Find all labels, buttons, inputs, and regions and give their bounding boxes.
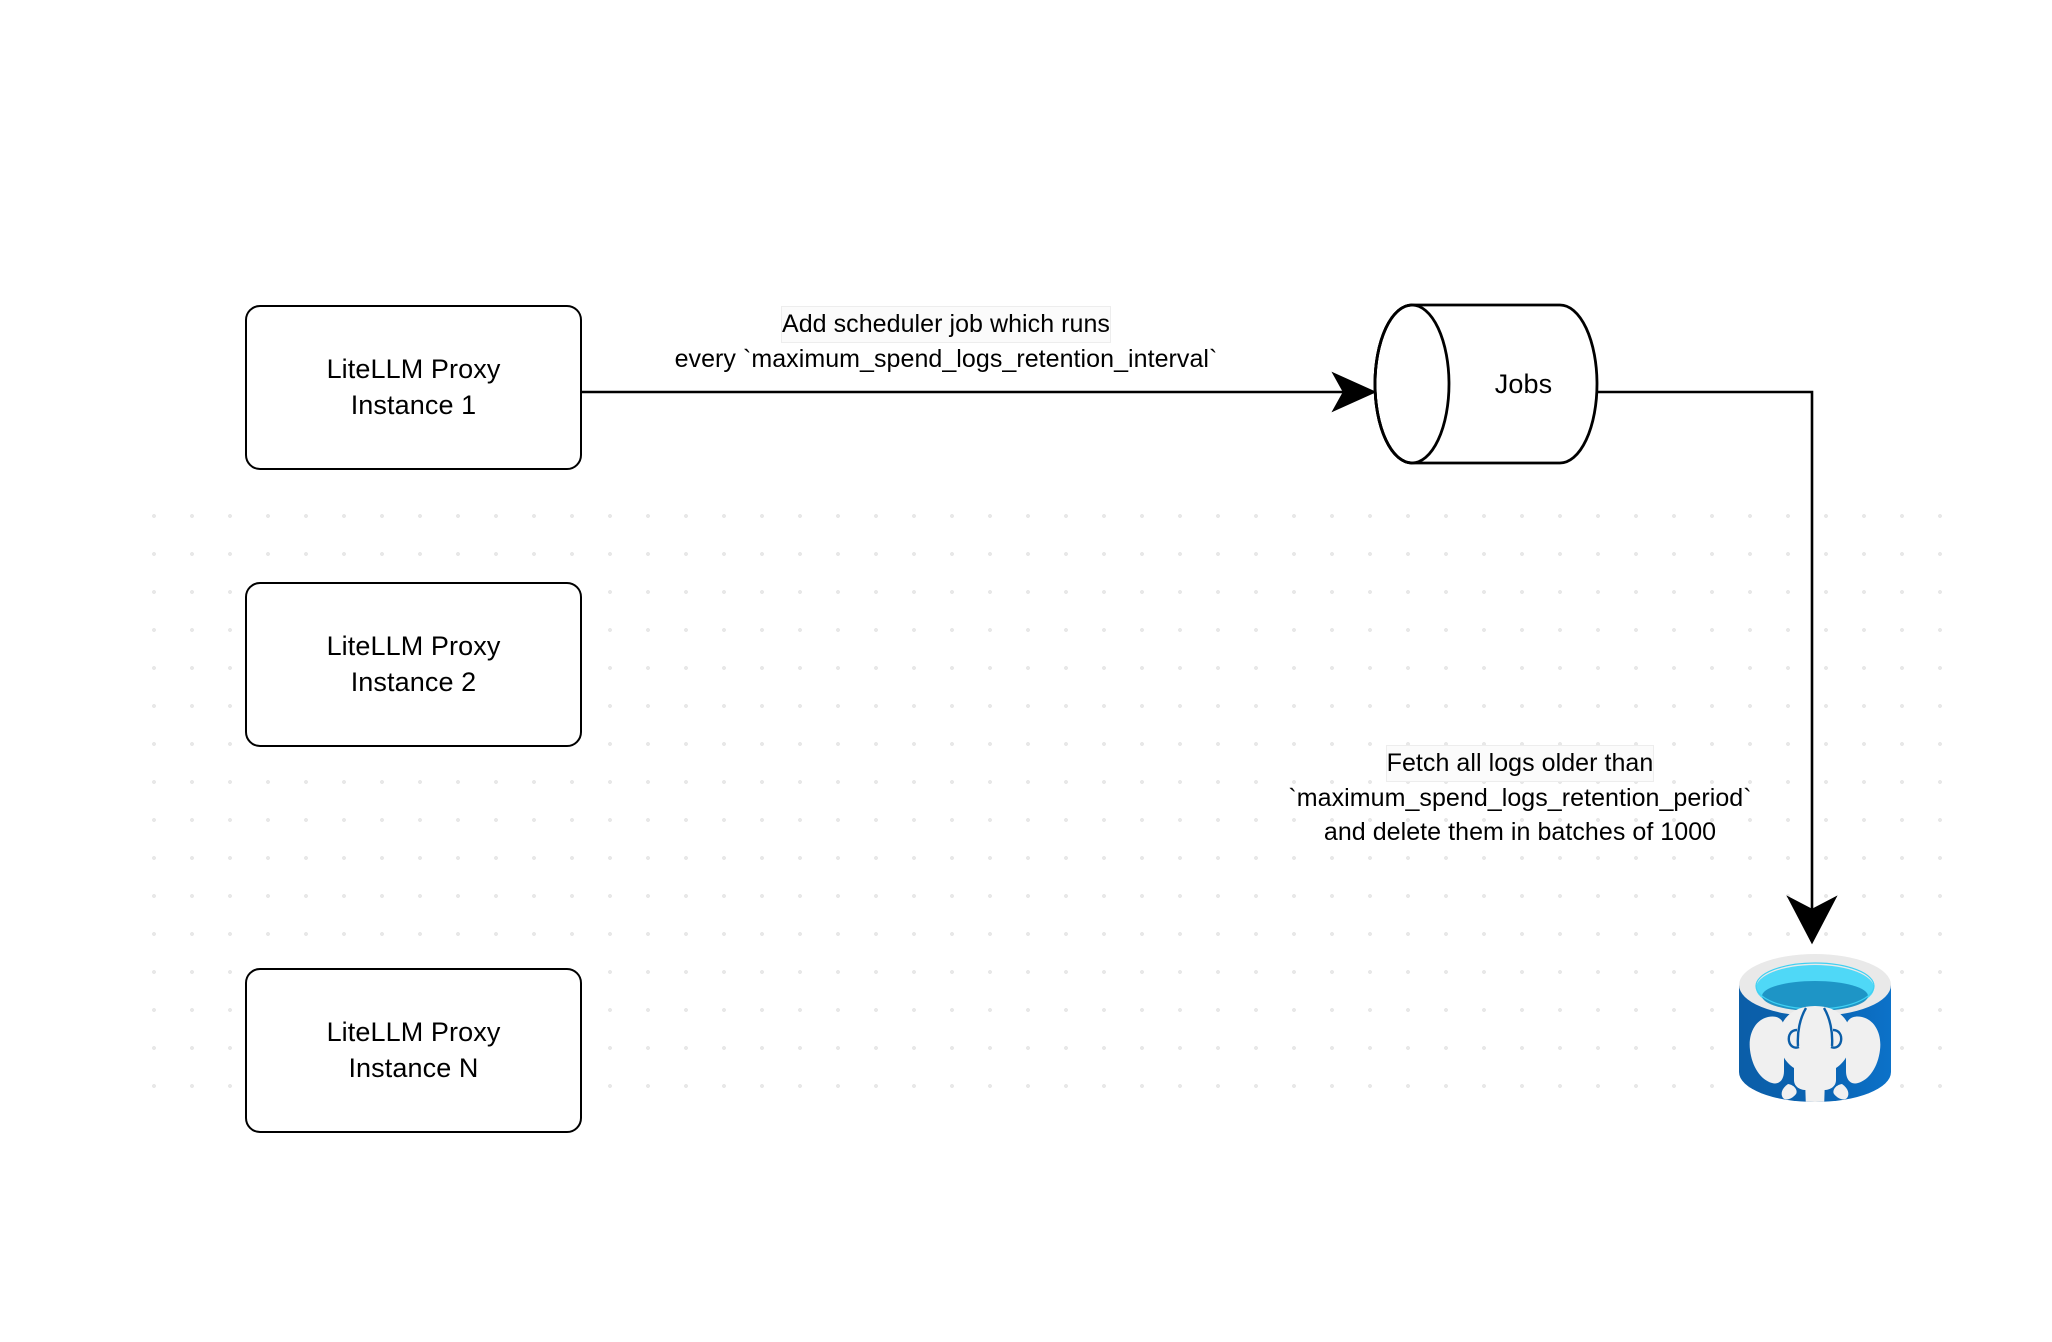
- edge-label-line-1: Fetch all logs older than: [1386, 746, 1654, 781]
- edge-proxy1-to-jobs: [582, 371, 1377, 413]
- arrowhead-to-database: [1786, 895, 1838, 945]
- edge-jobs-to-database: [1597, 390, 1838, 945]
- elephant-glyph: [1749, 1006, 1881, 1102]
- edge-label-line-2: every `maximum_spend_logs_retention_inte…: [674, 344, 1218, 373]
- arrowhead-to-jobs: [1331, 371, 1377, 413]
- node-litellm-proxy-instance-n[interactable]: LiteLLM Proxy Instance N: [245, 968, 582, 1133]
- node-label-line-1: LiteLLM Proxy: [326, 353, 501, 384]
- node-label-line-1: LiteLLM Proxy: [326, 1016, 501, 1047]
- edge-label-scheduler-job: Add scheduler job which runs every `maxi…: [586, 307, 1306, 376]
- node-jobs-label: Jobs: [1494, 368, 1553, 399]
- postgres-database-icon: [1739, 954, 1891, 1102]
- node-litellm-proxy-instance-1[interactable]: LiteLLM Proxy Instance 1: [245, 305, 582, 470]
- edge-label-log-cleanup: Fetch all logs older than `maximum_spend…: [1230, 746, 1810, 850]
- jobs-cylinder-shape: [1373, 303, 1599, 465]
- node-label-line-1: LiteLLM Proxy: [326, 630, 501, 661]
- edge-label-line-1: Add scheduler job which runs: [782, 307, 1110, 342]
- edge-label-line-3: and delete them in batches of 1000: [1323, 818, 1717, 846]
- node-label-line-2: Instance 2: [350, 666, 477, 697]
- node-litellm-proxy-instance-2[interactable]: LiteLLM Proxy Instance 2: [245, 582, 582, 747]
- edge-label-line-2: `maximum_spend_logs_retention_period`: [1288, 783, 1752, 812]
- node-jobs-cylinder[interactable]: Jobs: [1372, 305, 1597, 463]
- node-label-line-2: Instance 1: [350, 389, 477, 420]
- elephant-eye-details: [1787, 1007, 1843, 1049]
- node-label-line-2: Instance N: [348, 1052, 479, 1083]
